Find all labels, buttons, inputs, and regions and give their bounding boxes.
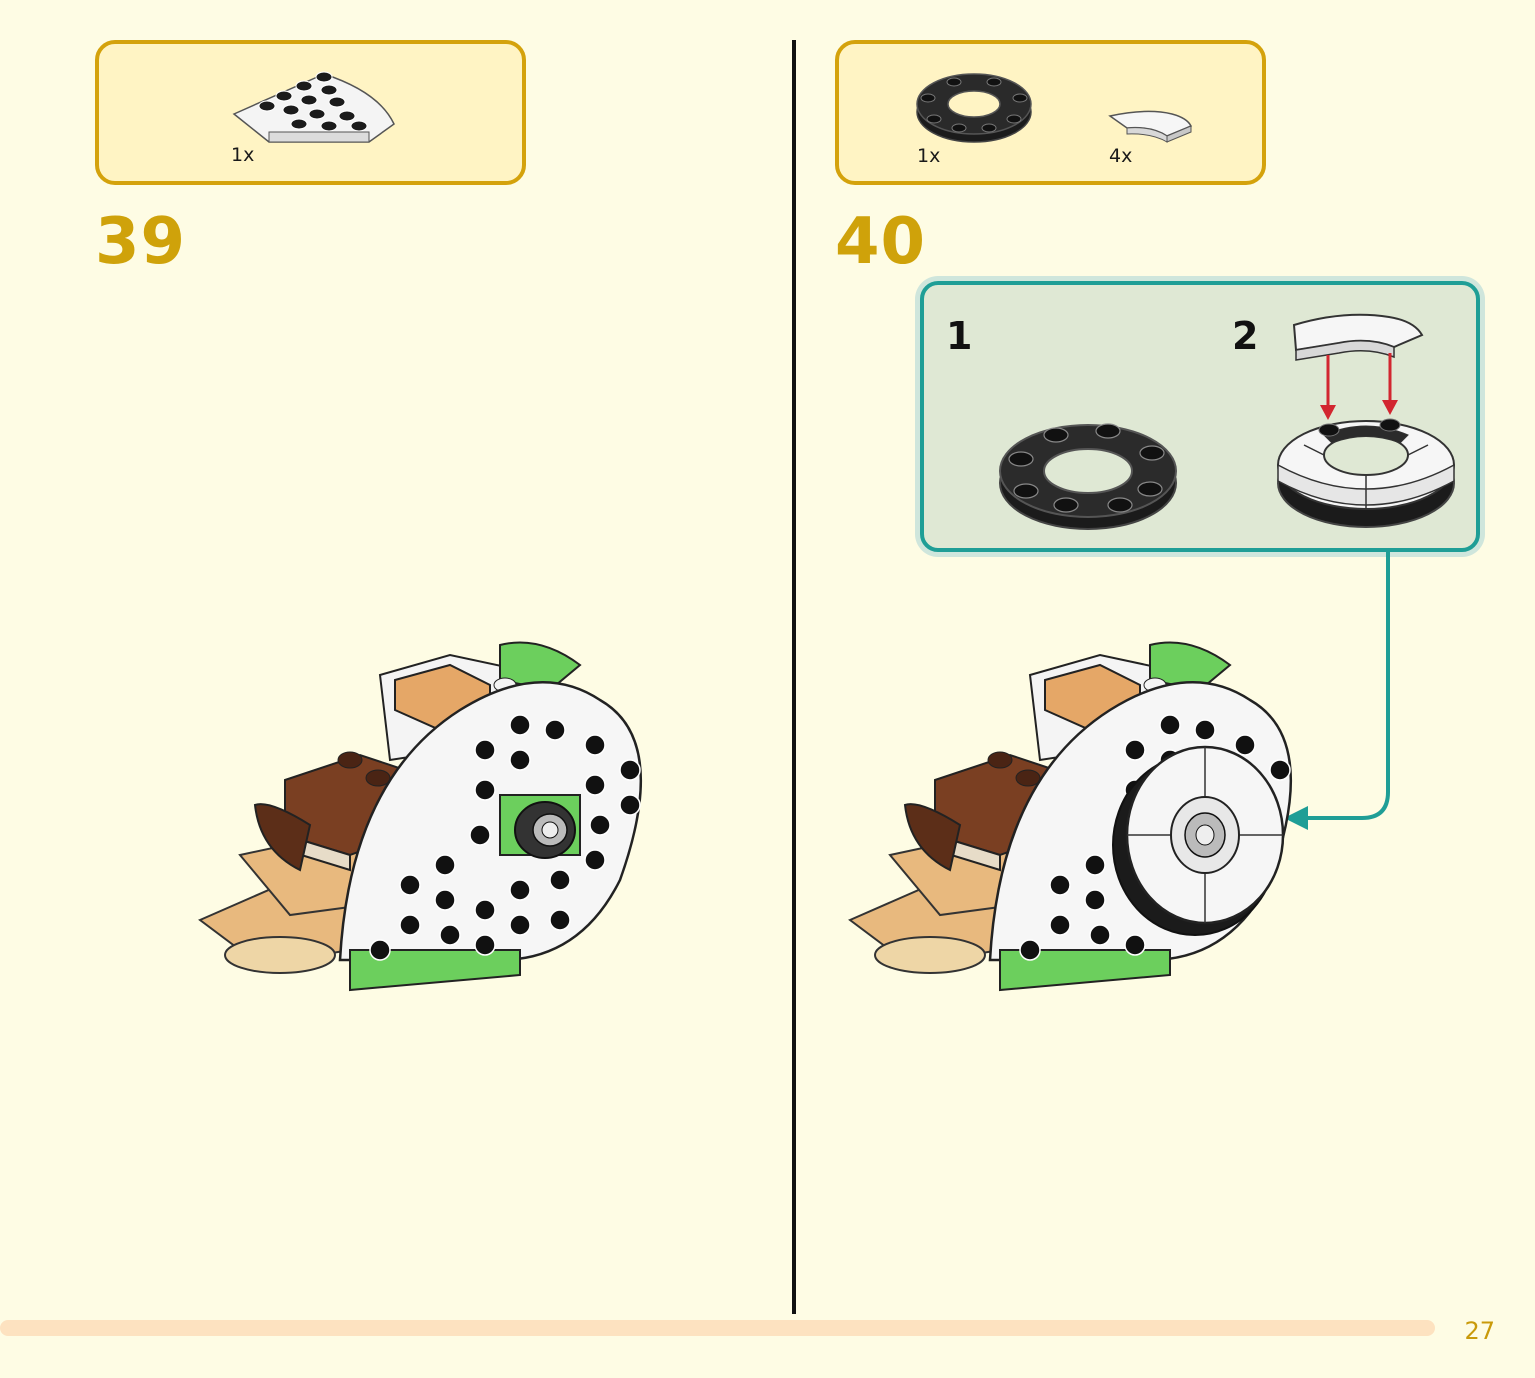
part-quantity: 1x [917, 145, 941, 167]
step-number: 40 [835, 205, 927, 279]
white-curved-tile-icon [1108, 110, 1193, 143]
progress-bar [0, 1320, 1435, 1336]
white-ring-assembly-icon [1277, 313, 1455, 528]
part-quantity: 1x [231, 144, 255, 166]
build-model-illustration [198, 641, 643, 992]
parts-list-step-39: 1x [95, 40, 526, 185]
white-quarter-round-plate-icon [232, 71, 395, 143]
sub-step-number: 1 [946, 314, 973, 358]
black-ring-plate-icon [999, 423, 1177, 530]
black-ring-plate-icon [916, 73, 1032, 143]
part-quantity: 4x [1109, 145, 1133, 167]
step-number: 39 [95, 205, 187, 279]
page-number: 27 [1464, 1317, 1495, 1345]
build-model-illustration [848, 641, 1293, 992]
step-divider [792, 40, 796, 1314]
callout-arrow [1284, 552, 1390, 830]
sub-step-number: 2 [1232, 314, 1259, 358]
sub-step-panel: 1 2 [920, 281, 1480, 552]
parts-list-step-40: 1x 4x [835, 40, 1266, 185]
